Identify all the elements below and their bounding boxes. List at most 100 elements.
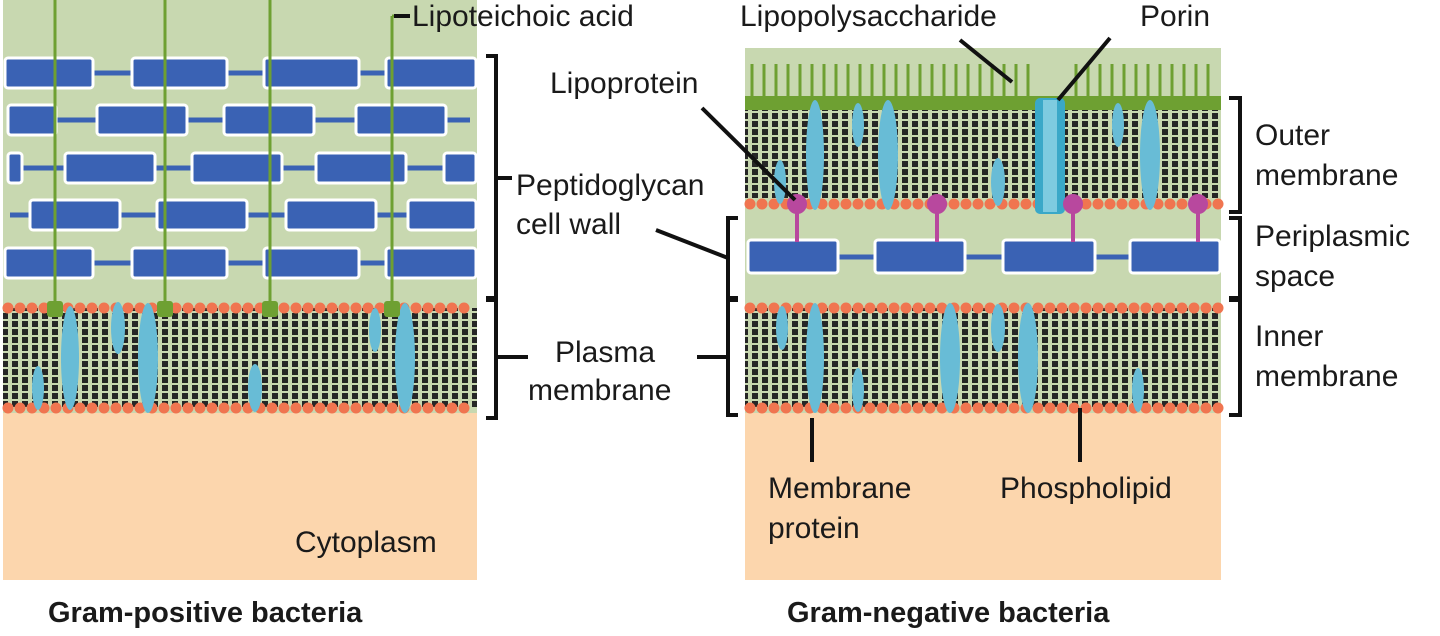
lipid-head bbox=[446, 402, 458, 414]
label-peptidoglycan-line2: cell wall bbox=[516, 208, 621, 241]
lps-bead bbox=[1082, 97, 1094, 109]
lipid-head bbox=[14, 302, 26, 314]
lipid-head bbox=[302, 302, 314, 314]
lipid-head bbox=[458, 402, 470, 414]
lipid-head bbox=[1188, 302, 1200, 314]
lps-bead bbox=[770, 97, 782, 109]
lipid-head bbox=[1176, 402, 1188, 414]
lipid-head bbox=[122, 302, 134, 314]
lipid-head bbox=[134, 402, 146, 414]
label-peptidoglycan-line1: Peptidoglycan bbox=[516, 169, 704, 202]
lipid-head bbox=[1092, 302, 1104, 314]
lipid-head bbox=[2, 302, 14, 314]
gram-positive-panel bbox=[2, 0, 478, 580]
lipid-head bbox=[1020, 198, 1032, 210]
lps-bead bbox=[782, 97, 794, 109]
lipid-head bbox=[972, 402, 984, 414]
gn-inner-membrane-proteins bbox=[776, 303, 1144, 413]
lipid-head bbox=[1152, 302, 1164, 314]
lipid-head bbox=[182, 302, 194, 314]
lipid-head bbox=[912, 402, 924, 414]
lipid-head bbox=[1212, 402, 1224, 414]
lipid-head bbox=[218, 402, 230, 414]
labels: Lipoteichoic acid Lipopolysaccharide Por… bbox=[48, 0, 1410, 629]
lipid-head bbox=[972, 198, 984, 210]
lipid-head bbox=[218, 302, 230, 314]
lipid-head bbox=[170, 302, 182, 314]
lipid-head bbox=[780, 402, 792, 414]
lipid-head bbox=[960, 402, 972, 414]
lipid-head bbox=[768, 402, 780, 414]
lps-bead bbox=[758, 97, 770, 109]
lipid-head bbox=[134, 302, 146, 314]
lipid-head bbox=[912, 198, 924, 210]
lipid-head bbox=[924, 402, 936, 414]
lipid-head bbox=[1080, 402, 1092, 414]
lipid-head bbox=[840, 402, 852, 414]
lipid-head bbox=[1068, 402, 1080, 414]
lipid-head bbox=[338, 402, 350, 414]
label-lipoprotein: Lipoprotein bbox=[550, 67, 698, 100]
lipid-head bbox=[1140, 302, 1152, 314]
lps-bead bbox=[1010, 97, 1022, 109]
lipid-head bbox=[936, 302, 948, 314]
label-lipoteichoic-acid: Lipoteichoic acid bbox=[412, 0, 634, 33]
lipid-head bbox=[744, 402, 756, 414]
lipid-head bbox=[852, 198, 864, 210]
lipid-head bbox=[458, 302, 470, 314]
lipid-head bbox=[410, 402, 422, 414]
lipid-head bbox=[170, 402, 182, 414]
lipid-head bbox=[110, 402, 122, 414]
lipid-head bbox=[74, 302, 86, 314]
gp-plasma-membrane bbox=[2, 301, 477, 414]
lipid-head bbox=[350, 402, 362, 414]
gp-membrane-proteins bbox=[32, 302, 415, 413]
lipid-head bbox=[1128, 198, 1140, 210]
lipid-head bbox=[1116, 402, 1128, 414]
lipid-head bbox=[98, 402, 110, 414]
lipid-head bbox=[828, 402, 840, 414]
lipid-head bbox=[338, 302, 350, 314]
lipid-head bbox=[936, 402, 948, 414]
label-outer-membrane-line2: membrane bbox=[1255, 159, 1398, 192]
lipid-head bbox=[242, 302, 254, 314]
lipid-head bbox=[86, 402, 98, 414]
label-periplasmic-line2: space bbox=[1255, 260, 1335, 293]
lipid-head bbox=[888, 402, 900, 414]
lipid-head bbox=[1092, 198, 1104, 210]
lps-bead bbox=[950, 97, 962, 109]
lipid-head bbox=[984, 198, 996, 210]
lps-bead bbox=[1166, 97, 1178, 109]
lipid-head bbox=[1200, 402, 1212, 414]
gram-negative-panel bbox=[744, 48, 1224, 580]
label-plasma-membrane-line1: Plasma bbox=[555, 336, 655, 369]
lipid-head bbox=[386, 402, 398, 414]
lps-bead bbox=[914, 97, 926, 109]
lipid-head bbox=[984, 402, 996, 414]
gn-lipopolysaccharide bbox=[750, 64, 1210, 100]
label-cytoplasm: Cytoplasm bbox=[295, 526, 437, 559]
gn-cytoplasm-region bbox=[745, 413, 1221, 580]
label-periplasmic-line1: Periplasmic bbox=[1255, 220, 1410, 253]
lipid-head bbox=[1200, 302, 1212, 314]
lipid-head bbox=[756, 302, 768, 314]
lipid-head bbox=[1116, 302, 1128, 314]
lipid-head bbox=[888, 302, 900, 314]
lps-bead bbox=[1070, 97, 1082, 109]
lipid-head bbox=[290, 402, 302, 414]
lipid-head bbox=[960, 302, 972, 314]
lipid-head bbox=[924, 302, 936, 314]
lipid-head bbox=[828, 302, 840, 314]
label-porin: Porin bbox=[1140, 0, 1210, 33]
lipid-head bbox=[362, 402, 374, 414]
lipid-head bbox=[26, 302, 38, 314]
label-inner-membrane-line1: Inner bbox=[1255, 320, 1323, 353]
lipid-head bbox=[744, 198, 756, 210]
lipid-head bbox=[1152, 402, 1164, 414]
lipid-head bbox=[158, 402, 170, 414]
lps-bead bbox=[818, 97, 830, 109]
lipid-head bbox=[1104, 402, 1116, 414]
lipid-head bbox=[326, 302, 338, 314]
lipid-head bbox=[1044, 302, 1056, 314]
lipid-head bbox=[840, 198, 852, 210]
